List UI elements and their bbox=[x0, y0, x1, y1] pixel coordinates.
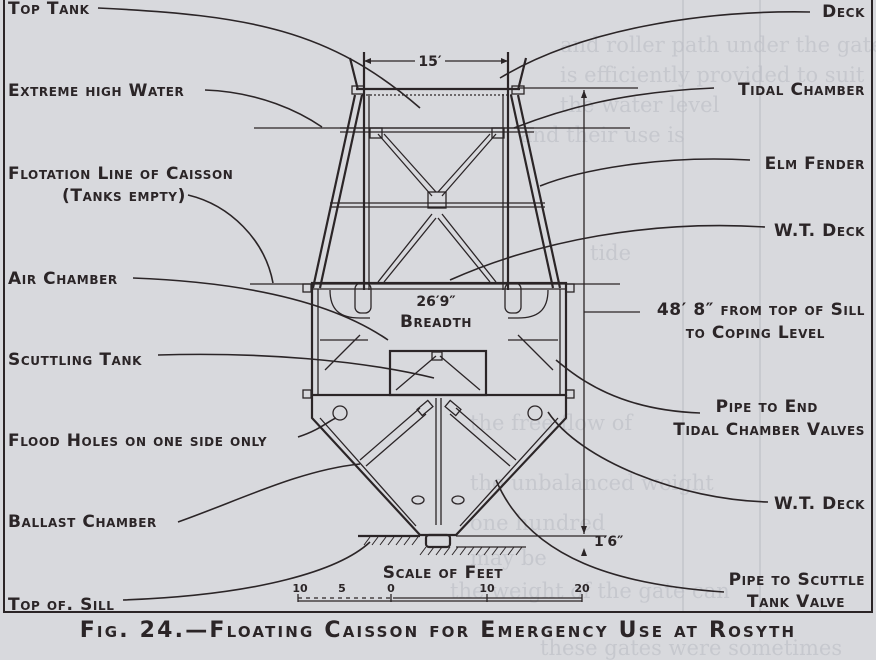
svg-text:these gates were sometimes: these gates were sometimes bbox=[540, 636, 842, 660]
label-flotation-line: Flotation Line of Caisson bbox=[8, 164, 233, 184]
label-height-line2: to Coping Level bbox=[686, 323, 825, 343]
scale-tick-10-left: 10 bbox=[292, 582, 308, 595]
dimension-top-width: 15′ bbox=[364, 54, 508, 70]
label-scuttling-tank: Scuttling Tank bbox=[8, 350, 142, 370]
figure-caption: Fig. 24.—Floating Caisson for Emergency … bbox=[79, 618, 797, 643]
leader-lines bbox=[97, 7, 811, 601]
page-rules bbox=[682, 0, 761, 612]
label-air-chamber: Air Chamber bbox=[8, 269, 118, 289]
scale-bar: Scale of Feet 10 5 0 10 20 bbox=[292, 563, 590, 602]
dimension-height: 1′6″ bbox=[581, 90, 640, 556]
breadth-label: Breadth bbox=[400, 312, 472, 332]
label-ballast-chamber: Ballast Chamber bbox=[8, 512, 157, 532]
svg-text:the unbalanced weight: the unbalanced weight bbox=[470, 471, 714, 495]
label-deck: Deck bbox=[822, 2, 865, 22]
label-pipe-end-1: Pipe to End bbox=[716, 397, 818, 417]
label-flotation-line-note: (Tanks empty) bbox=[62, 186, 186, 206]
breadth-dimension: 26′9″ bbox=[416, 294, 455, 310]
scale-title: Scale of Feet bbox=[383, 563, 504, 583]
svg-text:one hundred: one hundred bbox=[470, 511, 605, 535]
svg-text:is efficiently provided to sui: is efficiently provided to suit bbox=[560, 63, 865, 87]
caisson-structure bbox=[250, 52, 638, 556]
figure-frame bbox=[3, 0, 873, 613]
top-width-dimension: 15′ bbox=[418, 54, 441, 70]
label-top-tank: Top Tank bbox=[8, 0, 90, 19]
svg-text:may be: may be bbox=[470, 546, 547, 570]
label-wt-deck-upper: W.T. Deck bbox=[774, 221, 865, 241]
label-top-of-sill: Top of. Sill bbox=[8, 595, 115, 615]
svg-text:the free flow of: the free flow of bbox=[470, 411, 634, 435]
scale-tick-0: 0 bbox=[387, 582, 395, 595]
label-pipe-end-2: Tidal Chamber Valves bbox=[673, 420, 865, 440]
label-height-line1: 48′ 8″ from top of Sill bbox=[657, 300, 865, 320]
sill-offset-dimension: 1′6″ bbox=[594, 534, 623, 550]
label-tidal-chamber: Tidal Chamber bbox=[738, 80, 865, 100]
scale-tick-20: 20 bbox=[574, 582, 590, 595]
svg-text:and roller path under the gate: and roller path under the gate it bbox=[560, 33, 876, 57]
bleed-through-text: and roller path under the gate it is eff… bbox=[450, 33, 876, 660]
sill-hatching bbox=[363, 536, 523, 556]
label-pipe-scuttle-1: Pipe to Scuttle bbox=[729, 570, 865, 590]
scale-tick-5: 5 bbox=[338, 582, 346, 595]
scale-tick-10: 10 bbox=[479, 582, 495, 595]
label-pipe-scuttle-2: Tank Valve bbox=[747, 592, 845, 612]
svg-text:tide: tide bbox=[590, 241, 631, 265]
label-extreme-high-water: Extreme high Water bbox=[8, 81, 184, 101]
label-flood-holes: Flood Holes on one side only bbox=[8, 431, 267, 451]
svg-text:and their use is: and their use is bbox=[520, 123, 685, 147]
label-wt-deck-lower: W.T. Deck bbox=[774, 494, 865, 514]
label-elm-fender: Elm Fender bbox=[765, 154, 865, 174]
